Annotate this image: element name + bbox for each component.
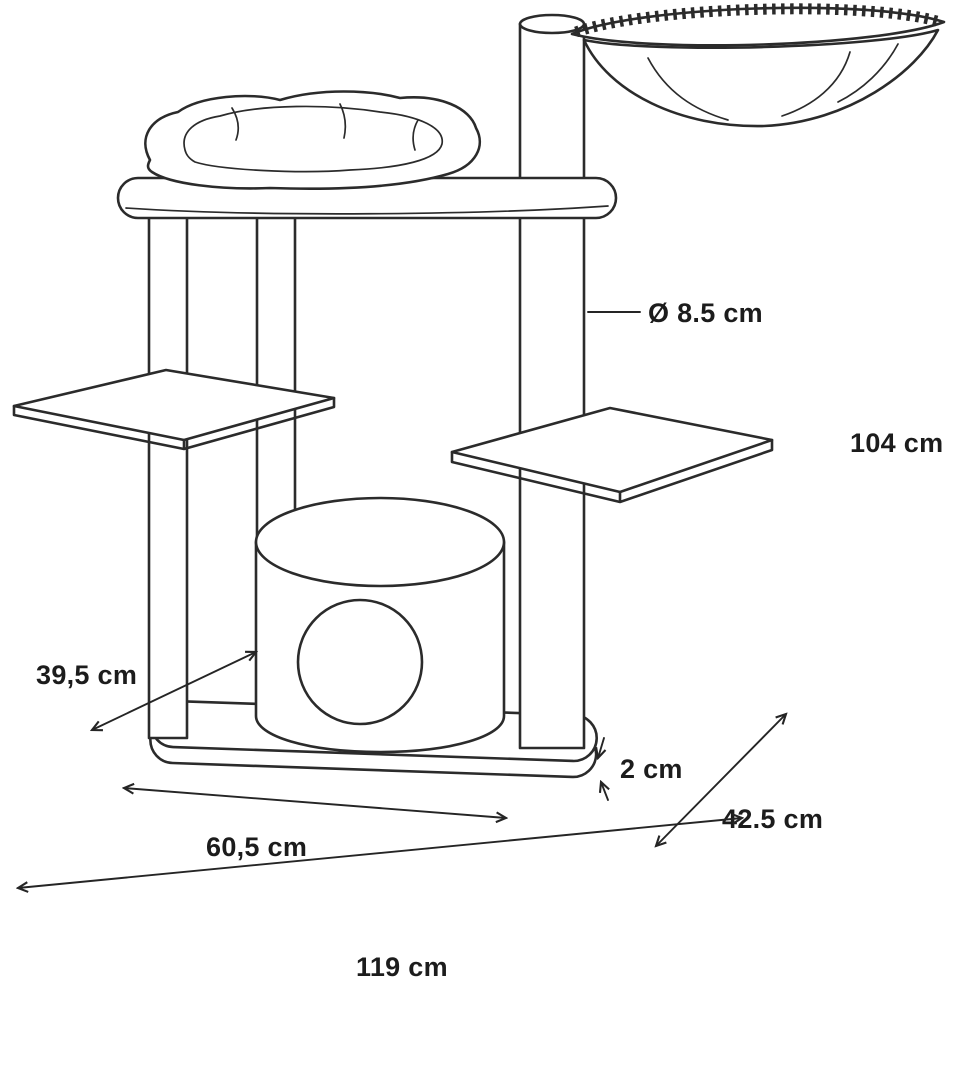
dimension-annotations: Ø 8.5 cm 104 cm 39,5 cm 2 cm 42.5 cm 60,… — [18, 298, 943, 982]
dim-line-platform-width — [92, 652, 256, 730]
dim-arrow-base-thickness-top — [598, 737, 604, 758]
hammock-fold-2 — [781, 51, 851, 117]
dim-line-total-width — [18, 818, 742, 888]
left-platform-thickness — [12, 396, 336, 451]
dim-label-total-height: 104 cm — [850, 428, 943, 458]
left-platform — [12, 368, 336, 451]
cat-tree-drawing — [12, 3, 946, 779]
cat-bed-fold-3 — [412, 119, 419, 151]
post-main-tall — [518, 22, 586, 750]
post-main-cap — [518, 13, 586, 35]
dim-label-post-diameter: Ø 8.5 cm — [648, 298, 763, 328]
cat-bed-outer — [144, 90, 482, 190]
dim-label-total-width: 119 cm — [356, 952, 448, 982]
dim-label-platform-width: 39,5 cm — [36, 660, 137, 690]
cat-house — [254, 496, 506, 754]
dim-arrow-base-thickness-bottom — [601, 782, 608, 801]
cat-bed — [144, 90, 482, 190]
right-platform-top — [450, 406, 774, 494]
hammock-fold-1 — [647, 57, 729, 121]
hammock-rim-rope-wrap — [574, 3, 942, 38]
right-platform-thickness — [450, 438, 774, 504]
post-left-front — [147, 198, 189, 740]
cat-house-entrance-hole — [296, 598, 424, 726]
dim-line-base-width — [124, 788, 506, 818]
cat-house-top-rim — [254, 496, 506, 588]
dim-label-base-width: 60,5 cm — [206, 832, 307, 862]
cat-bed-fold-1 — [231, 107, 240, 141]
right-platform — [450, 406, 774, 504]
top-platform-edge — [125, 205, 609, 215]
cat-bed-fold-2 — [339, 103, 347, 139]
dim-label-base-thickness: 2 cm — [620, 754, 683, 784]
hammock-fold-3 — [837, 43, 899, 103]
hammock — [570, 3, 946, 128]
